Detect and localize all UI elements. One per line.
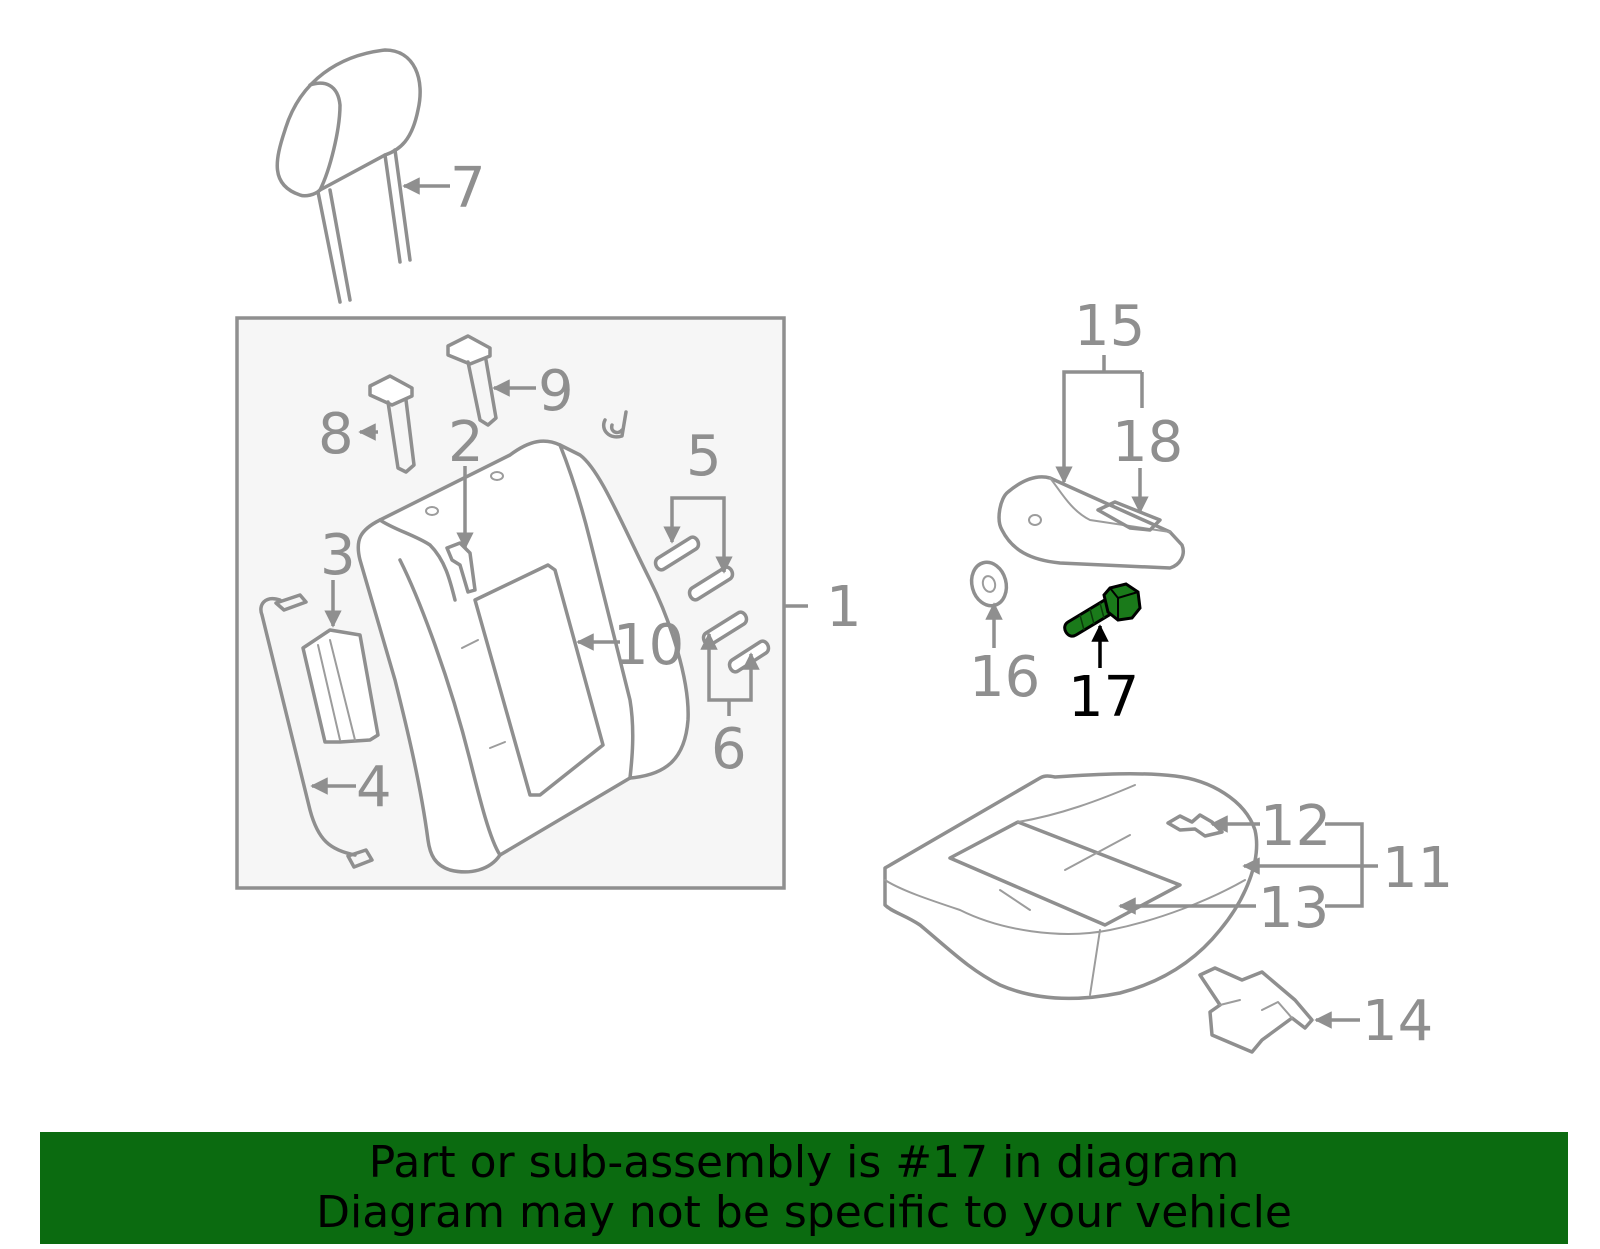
airbag-module-part-3	[301, 628, 380, 744]
label-9: 9	[538, 359, 574, 424]
label-11: 11	[1382, 836, 1453, 901]
info-banner: Part or sub-assembly is #17 in diagram D…	[40, 1132, 1568, 1244]
bracket-part-14	[1198, 966, 1314, 1054]
headrest-guide-part-8	[368, 374, 416, 474]
label-2: 2	[448, 410, 484, 475]
callout-labels: 7 8 9 2 5 3 1 10 6 4 15 18 16 17 12 11 1…	[318, 156, 1453, 1054]
label-18: 18	[1112, 410, 1183, 475]
leader-lines	[310, 177, 1378, 1029]
seat-back-cushion-part	[356, 439, 690, 874]
label-7: 7	[450, 156, 486, 221]
label-5: 5	[686, 424, 722, 489]
small-clip-part	[602, 410, 628, 439]
label-10: 10	[613, 613, 684, 678]
cover-insert-part-18	[1096, 500, 1162, 532]
label-8: 8	[318, 402, 354, 467]
label-6: 6	[711, 717, 747, 782]
label-13: 13	[1258, 876, 1329, 941]
label-1: 1	[826, 575, 862, 640]
label-17: 17	[1068, 665, 1139, 730]
label-16: 16	[969, 645, 1040, 710]
label-3: 3	[320, 523, 356, 588]
banner-line-disclaimer: Diagram may not be specific to your vehi…	[316, 1187, 1292, 1238]
label-4: 4	[356, 755, 392, 820]
label-14: 14	[1362, 989, 1433, 1054]
seat-cushion-part-11	[883, 772, 1259, 1001]
bolt-part-17	[1063, 582, 1142, 638]
washer-part-16	[969, 560, 1009, 608]
wire-harness-part-4	[259, 593, 374, 869]
label-12: 12	[1260, 794, 1331, 859]
banner-line-part-number: Part or sub-assembly is #17 in diagram	[368, 1137, 1240, 1188]
side-cover-part-15	[997, 475, 1185, 570]
headrest-part	[275, 48, 422, 304]
headrest-guide-part-9	[446, 334, 498, 427]
label-15: 15	[1074, 294, 1145, 359]
